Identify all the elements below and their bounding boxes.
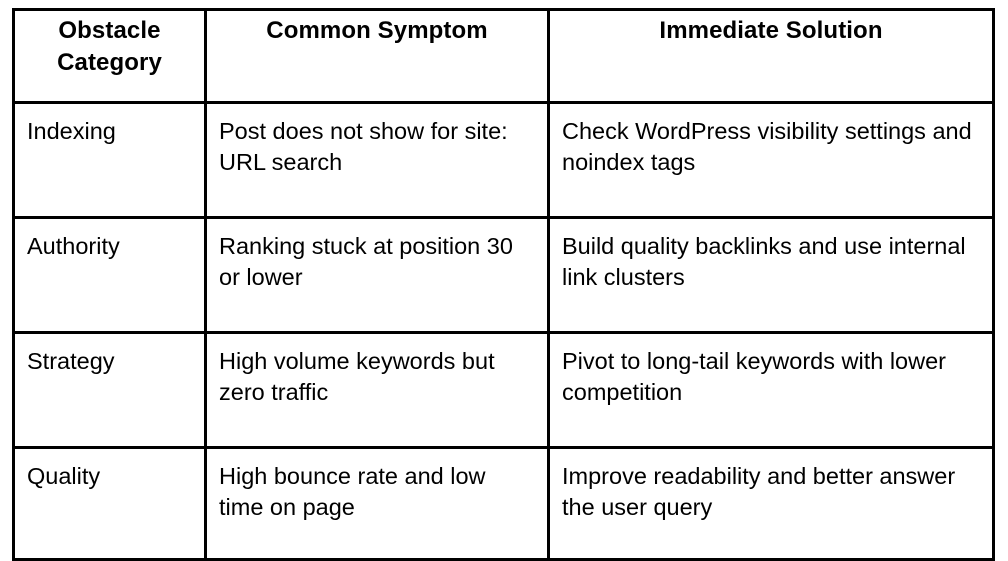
cell-symptom: High bounce rate and low time on page <box>204 446 550 561</box>
column-header-common-symptom: Common Symptom <box>204 8 550 104</box>
table-body: Indexing Post does not show for site: UR… <box>12 101 995 561</box>
cell-symptom: High volume keywords but zero traffic <box>204 331 550 449</box>
cell-solution: Improve readability and better answer th… <box>547 446 995 561</box>
cell-text-category: Quality <box>27 463 101 489</box>
cell-text-symptom: High bounce rate and low time on page <box>219 463 486 521</box>
cell-text-symptom: Post does not show for site: URL search <box>219 118 508 176</box>
table-row: Authority Ranking stuck at position 30 o… <box>12 216 995 334</box>
cell-solution: Check WordPress visibility settings and … <box>547 101 995 219</box>
table-row: Quality High bounce rate and low time on… <box>12 446 995 561</box>
table-container: Obstacle Category Common Symptom Immedia… <box>12 8 995 561</box>
cell-text-category: Authority <box>27 233 120 259</box>
cell-text-category: Indexing <box>27 118 116 144</box>
table-row: Indexing Post does not show for site: UR… <box>12 101 995 219</box>
cell-category: Strategy <box>12 331 207 449</box>
cell-category: Indexing <box>12 101 207 219</box>
cell-symptom: Post does not show for site: URL search <box>204 101 550 219</box>
cell-category: Quality <box>12 446 207 561</box>
header-row: Obstacle Category Common Symptom Immedia… <box>12 8 995 104</box>
page-root: Obstacle Category Common Symptom Immedia… <box>12 8 995 561</box>
column-header-immediate-solution: Immediate Solution <box>547 8 995 104</box>
cell-solution: Build quality backlinks and use internal… <box>547 216 995 334</box>
column-header-obstacle-category: Obstacle Category <box>12 8 207 104</box>
cell-category: Authority <box>12 216 207 334</box>
obstacle-troubleshooting-table: Obstacle Category Common Symptom Immedia… <box>12 8 995 561</box>
cell-text-solution: Pivot to long-tail keywords with lower c… <box>562 348 946 406</box>
cell-solution: Pivot to long-tail keywords with lower c… <box>547 331 995 449</box>
table-row: Strategy High volume keywords but zero t… <box>12 331 995 449</box>
cell-text-solution: Improve readability and better answer th… <box>562 463 956 521</box>
cell-text-solution: Check WordPress visibility settings and … <box>562 118 972 176</box>
cell-text-category: Strategy <box>27 348 115 374</box>
cell-symptom: Ranking stuck at position 30 or lower <box>204 216 550 334</box>
table-header: Obstacle Category Common Symptom Immedia… <box>12 8 995 104</box>
cell-text-symptom: Ranking stuck at position 30 or lower <box>219 233 513 291</box>
cell-text-symptom: High volume keywords but zero traffic <box>219 348 495 406</box>
cell-text-solution: Build quality backlinks and use internal… <box>562 233 966 291</box>
